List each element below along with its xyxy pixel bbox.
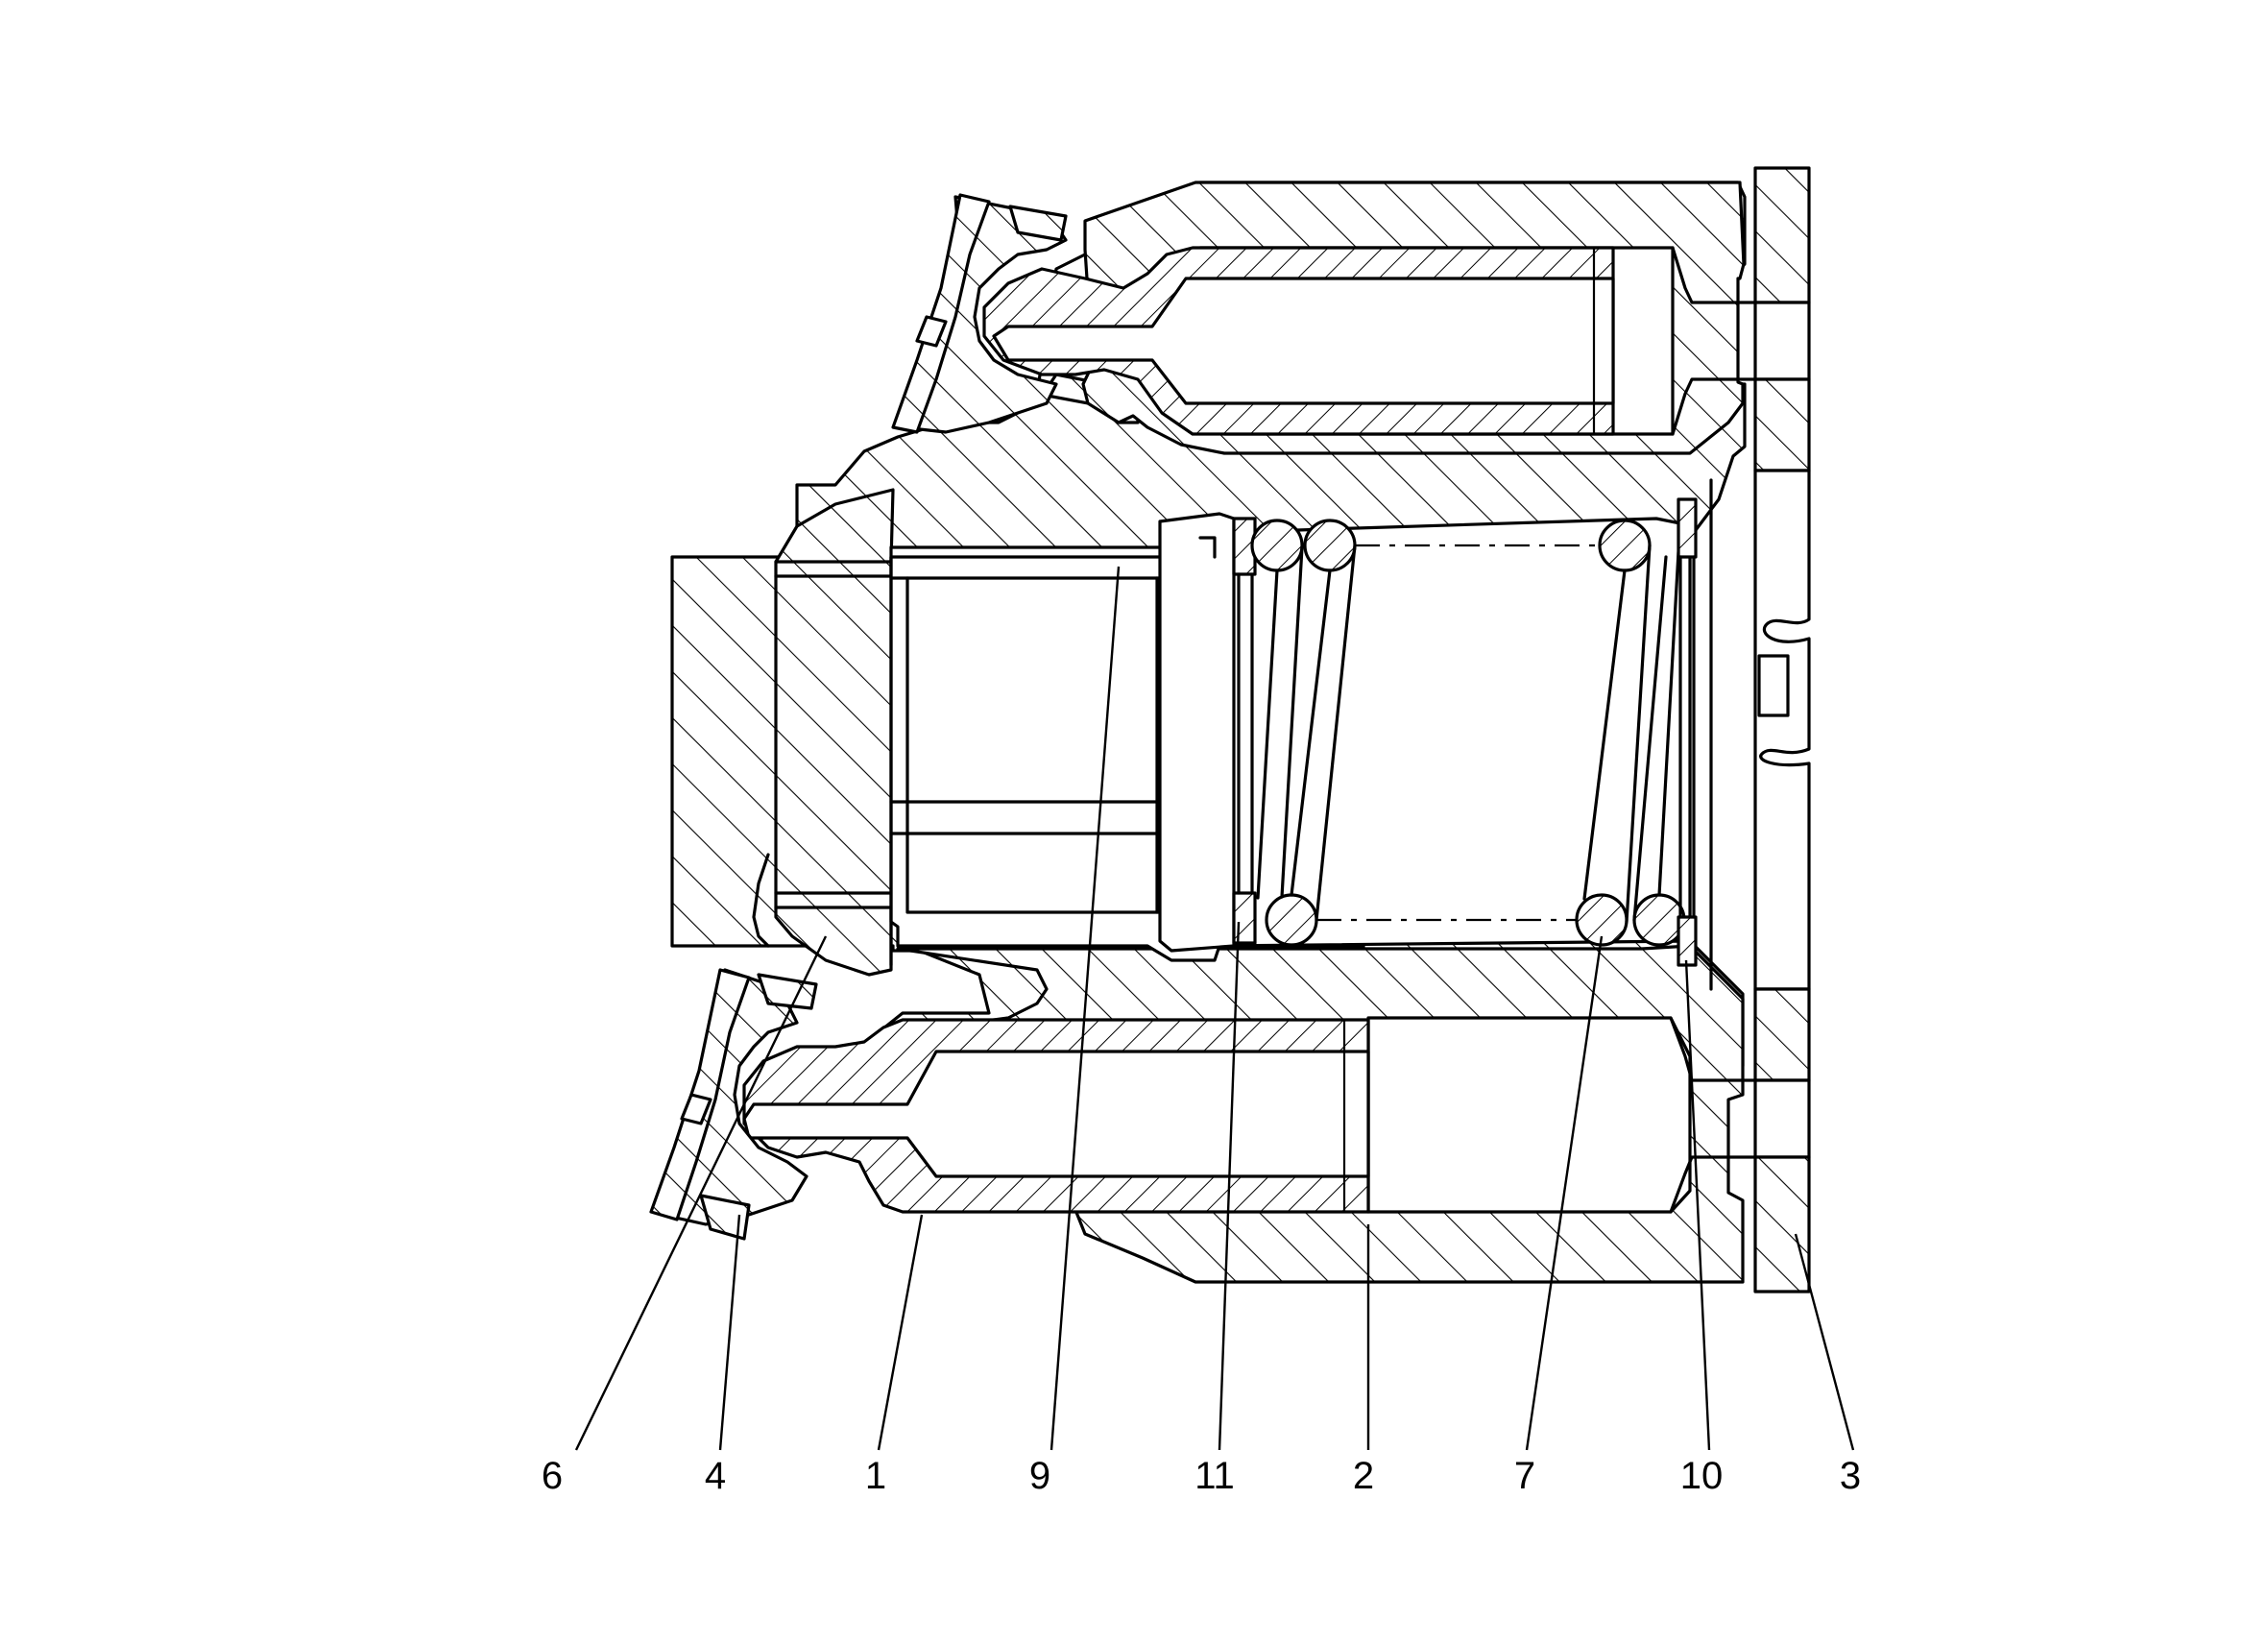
callout-2: 2: [1353, 1455, 1374, 1497]
port-upper: [1753, 301, 1811, 381]
lower-bore: [1366, 1016, 1692, 1214]
lower-slipper: [649, 968, 818, 1241]
callout-3: 3: [1840, 1455, 1861, 1497]
spring-coil: [1303, 519, 1357, 572]
retainer-plate-top: [1677, 497, 1698, 559]
retainer-plate: [1677, 478, 1713, 991]
compression-spring: [1250, 519, 1686, 947]
lower-shoe-key: [757, 973, 818, 1010]
spring-coil: [1598, 519, 1652, 572]
spring-coil: [1250, 519, 1304, 572]
upper-kidney-port: [1671, 246, 1757, 436]
upper-shoe-key: [1008, 205, 1068, 242]
leader-3: [1794, 1233, 1855, 1451]
port-plate-lower-mid: [1753, 987, 1811, 1082]
callout-7: 7: [1514, 1455, 1535, 1497]
lower-piston-bore: [742, 1050, 1370, 1178]
ball-guide-upper: [774, 488, 895, 564]
callout-4: 4: [705, 1455, 726, 1497]
lower-piston: [742, 1018, 1370, 1214]
port-plate-slot: [1757, 654, 1790, 717]
callout-6: 6: [542, 1455, 563, 1497]
leader-7: [1525, 935, 1604, 1451]
spring-coil: [1632, 893, 1686, 947]
leader-10: [1684, 959, 1711, 1451]
callout-11: 11: [1194, 1455, 1235, 1497]
leader-11: [1218, 921, 1241, 1451]
leader-1: [877, 1214, 924, 1451]
upper-piston: [982, 246, 1615, 436]
port-plate: [1753, 166, 1811, 1293]
leader-lines: [574, 566, 1855, 1451]
retainer-plate-bottom: [1677, 915, 1698, 967]
port-plate-top: [1753, 166, 1811, 304]
port-lower: [1753, 1078, 1811, 1159]
leader-6: [574, 935, 828, 1451]
leader-4: [718, 1214, 741, 1451]
callout-labels: 6 4 1 9 11 2 7 10 3: [542, 1455, 1861, 1497]
shaft-collar: [1158, 512, 1236, 953]
port-plate-upper-mid: [1753, 377, 1811, 472]
lower-kidney-port: [1669, 1016, 1757, 1214]
leader-9: [1050, 566, 1121, 1451]
callout-9: 9: [1029, 1455, 1050, 1497]
port-plate-centre: [1753, 469, 1811, 991]
centre-shaft: [889, 512, 1236, 967]
callout-10: 10: [1680, 1455, 1724, 1497]
port-plate-bottom: [1753, 1155, 1811, 1293]
ball-guide: [752, 488, 895, 977]
upper-slipper: [891, 193, 1068, 434]
callout-1: 1: [865, 1455, 886, 1497]
spring-coil: [1265, 893, 1318, 947]
